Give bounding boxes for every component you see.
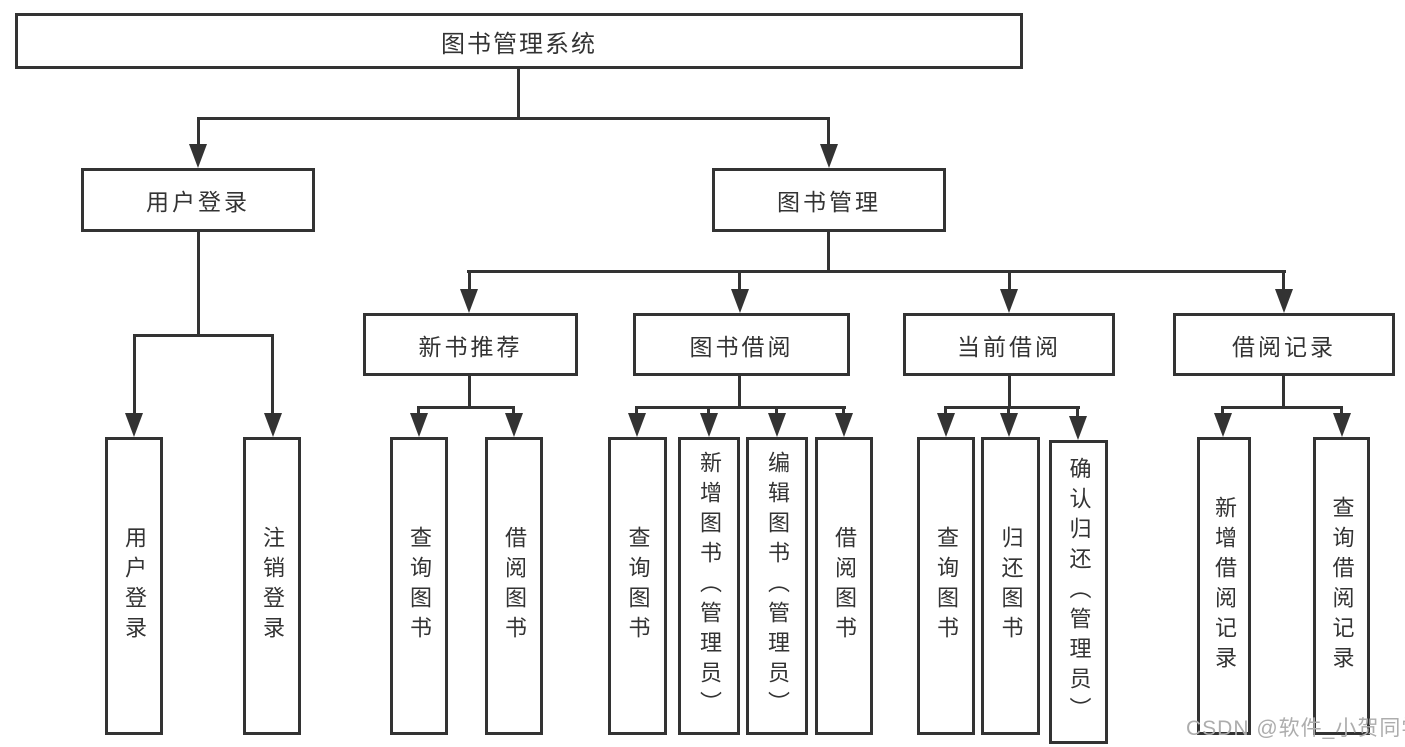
leaf-return-books: 归还图书 — [981, 437, 1040, 735]
node-user-login: 用户登录 — [81, 168, 315, 232]
arrow-down-icon — [1275, 289, 1293, 313]
arrow-down-icon — [820, 144, 838, 168]
connector-line — [738, 270, 741, 289]
arrow-down-icon — [125, 413, 143, 437]
connector-line — [467, 270, 1286, 273]
connector-line — [197, 117, 830, 120]
node-library-management-system: 图书管理系统 — [15, 13, 1023, 69]
leaf-confirm-return-admin: 确认归还（管理员） — [1049, 440, 1108, 744]
leaf-borrow-books-recommend: 借阅图书 — [485, 437, 543, 735]
connector-line — [197, 117, 200, 144]
connector-line — [1282, 376, 1285, 407]
connector-line — [842, 406, 845, 416]
connector-line — [1008, 376, 1011, 407]
connector-line — [944, 406, 947, 416]
connector-line — [1008, 270, 1011, 289]
arrow-down-icon — [768, 413, 786, 437]
connector-line — [1007, 406, 1010, 416]
connector-line — [827, 117, 830, 144]
arrow-down-icon — [1214, 413, 1232, 437]
connector-line — [133, 334, 274, 337]
connector-line — [1221, 406, 1343, 409]
connector-line — [1221, 406, 1224, 416]
connector-line — [468, 376, 471, 407]
node-book-borrowing: 图书借阅 — [633, 313, 850, 376]
arrow-down-icon — [460, 289, 478, 313]
arrow-down-icon — [1000, 413, 1018, 437]
arrow-down-icon — [628, 413, 646, 437]
leaf-user-login: 用户登录 — [105, 437, 163, 735]
arrow-down-icon — [1333, 413, 1351, 437]
leaf-query-books-current: 查询图书 — [917, 437, 975, 735]
arrow-down-icon — [189, 144, 207, 168]
leaf-add-borrow-record: 新增借阅记录 — [1197, 437, 1251, 735]
arrow-down-icon — [700, 413, 718, 437]
node-book-management: 图书管理 — [712, 168, 946, 232]
connector-line — [271, 334, 274, 413]
arrow-down-icon — [835, 413, 853, 437]
watermark-text: CSDN @软件_小贺同学 — [1186, 717, 1405, 740]
connector-line — [417, 406, 420, 416]
node-current-borrowing: 当前借阅 — [903, 313, 1115, 376]
leaf-query-books-borrow: 查询图书 — [608, 437, 667, 735]
connector-line — [197, 232, 200, 337]
connector-line — [468, 270, 471, 289]
arrow-down-icon — [505, 413, 523, 437]
connector-line — [417, 406, 515, 409]
connector-line — [707, 406, 710, 416]
connector-line — [133, 334, 136, 413]
leaf-borrow-books: 借阅图书 — [815, 437, 873, 735]
connector-line — [635, 406, 638, 416]
arrow-down-icon — [264, 413, 282, 437]
connector-line — [775, 406, 778, 416]
node-borrowing-records: 借阅记录 — [1173, 313, 1395, 376]
connector-line — [827, 232, 830, 273]
arrow-down-icon — [731, 289, 749, 313]
arrow-down-icon — [937, 413, 955, 437]
connector-line — [635, 406, 846, 409]
connector-line — [1282, 270, 1285, 289]
leaf-add-books-admin: 新增图书（管理员） — [678, 437, 740, 735]
connector-line — [512, 406, 515, 416]
connector-line — [1340, 406, 1343, 416]
node-new-book-recommendation: 新书推荐 — [363, 313, 578, 376]
leaf-edit-books-admin: 编辑图书（管理员） — [746, 437, 808, 735]
leaf-query-books-recommend: 查询图书 — [390, 437, 448, 735]
connector-line — [517, 69, 520, 118]
leaf-query-borrow-record: 查询借阅记录 — [1313, 437, 1370, 735]
leaf-logout: 注销登录 — [243, 437, 301, 735]
arrow-down-icon — [1000, 289, 1018, 313]
arrow-down-icon — [410, 413, 428, 437]
connector-line — [738, 376, 741, 407]
connector-line — [944, 406, 1080, 409]
arrow-down-icon — [1069, 416, 1087, 440]
connector-line — [1076, 406, 1079, 419]
